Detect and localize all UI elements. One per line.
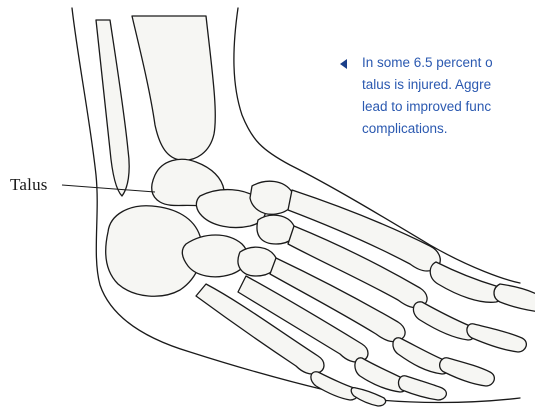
phalanx-3-distal <box>440 358 495 386</box>
tibia <box>132 16 215 160</box>
phalanx-2-proximal <box>413 302 475 340</box>
talus-label: Talus <box>10 175 48 195</box>
phalanx-1-distal <box>494 284 535 312</box>
talus-callout-line <box>62 185 155 192</box>
phalanx-5-proximal <box>311 372 358 400</box>
caption-line: In some 6.5 percent o <box>362 55 493 70</box>
caption-line: talus is injured. Aggre <box>362 77 491 92</box>
phalanx-5-distal <box>351 388 385 406</box>
phalanx-2-distal <box>467 324 526 352</box>
fibula <box>96 20 129 196</box>
caption-marker-icon <box>340 59 347 69</box>
phalanx-4-distal <box>399 376 447 400</box>
phalanx-1-proximal <box>430 262 503 302</box>
cuneiform-medial <box>250 181 294 214</box>
caption-line: complications. <box>362 121 448 136</box>
cuboid <box>182 235 247 277</box>
caption-line: lead to improved func <box>362 99 491 114</box>
caption-block: In some 6.5 percent o talus is injured. … <box>340 55 535 145</box>
